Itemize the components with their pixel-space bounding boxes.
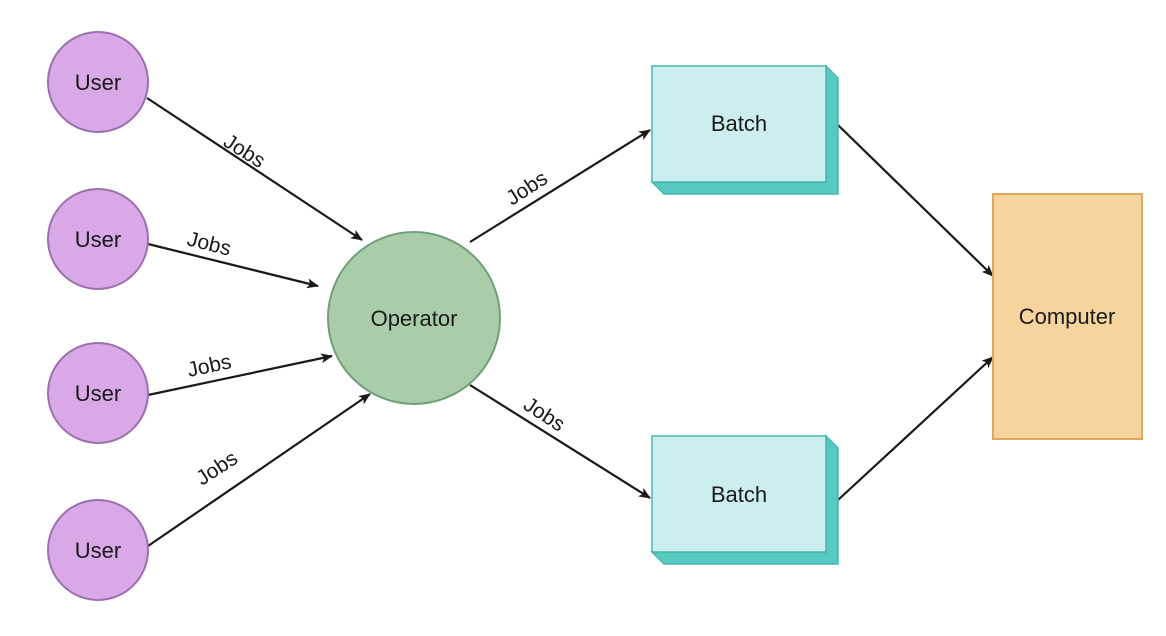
edge-user1-operator <box>146 97 363 241</box>
batch-node-1: Batch <box>650 64 839 195</box>
user-nodes: User User User User <box>47 31 149 601</box>
edge-user3-operator <box>147 353 333 397</box>
edge-user2-operator <box>147 242 319 289</box>
computer-label: Computer <box>1019 304 1116 329</box>
edge-label-user1: Jobs <box>219 130 269 173</box>
edge-label-user4: Jobs <box>192 447 242 490</box>
computer-node: Computer <box>992 193 1143 440</box>
batch-node-2: Batch <box>650 434 839 565</box>
operator-label: Operator <box>371 306 458 331</box>
user-node-label: User <box>75 381 121 406</box>
user-node-3: User <box>47 342 149 444</box>
edge-batch1-computer <box>837 124 994 277</box>
edge-label-operator-batch2: Jobs <box>519 393 569 436</box>
batch-label: Batch <box>711 482 767 507</box>
edge-operator-batch2 <box>469 384 651 499</box>
edge-batch2-computer <box>837 356 994 501</box>
batch-label: Batch <box>711 111 767 136</box>
operator-node: Operator <box>327 231 501 405</box>
user-node-1: User <box>47 31 149 133</box>
edges-operator-to-batch <box>469 129 651 499</box>
user-node-label: User <box>75 538 121 563</box>
user-node-label: User <box>75 227 121 252</box>
edges-users-to-operator <box>146 97 371 547</box>
edge-operator-batch1 <box>469 129 651 243</box>
edge-user4-operator <box>147 393 371 547</box>
user-node-label: User <box>75 70 121 95</box>
edge-label-user3: Jobs <box>185 350 233 382</box>
user-node-2: User <box>47 188 149 290</box>
edge-label-operator-batch1: Jobs <box>502 167 552 210</box>
user-node-4: User <box>47 499 149 601</box>
edges-batch-to-computer <box>837 124 994 501</box>
